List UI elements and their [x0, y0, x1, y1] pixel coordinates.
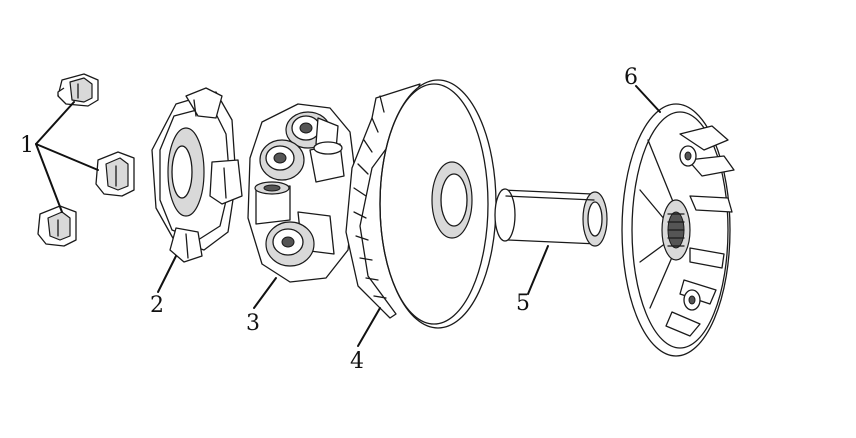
part-label-2: 2: [150, 293, 164, 318]
part-label-3: 3: [246, 311, 260, 336]
part6-leader: [635, 85, 661, 113]
fan-blades: [665, 125, 735, 337]
part4-leader: [357, 307, 381, 347]
pulley-fins: [353, 95, 387, 299]
roller-d: [254, 181, 291, 225]
roller-b: [259, 139, 305, 181]
bushing-sleeve: 5: [494, 188, 608, 316]
part-label-6: 6: [624, 65, 638, 90]
part1-leader-bottom: [35, 143, 63, 213]
part1-leader-top: [35, 101, 75, 145]
part1-leader-middle: [35, 143, 99, 171]
fan-drive-face: 6: [621, 65, 735, 357]
roller-e: [265, 211, 335, 267]
part5-leader: [527, 245, 549, 295]
ramp-plate: 2: [150, 87, 243, 318]
part-label-4: 4: [350, 349, 364, 374]
roller-group-outline: [247, 103, 357, 283]
part3-leader: [253, 277, 277, 309]
slider-guide-middle: [95, 151, 135, 197]
roller-weight-set: 3: [246, 103, 357, 336]
part-label-5: 5: [516, 291, 530, 316]
slider-guide-top: [57, 73, 99, 107]
part-label-1: 1: [20, 133, 34, 158]
part2-leader: [157, 255, 177, 293]
slider-guide-group: 1: [20, 73, 135, 247]
roller-c: [309, 141, 345, 183]
slider-guide-bottom: [37, 205, 77, 247]
pulley-face: 4: [345, 79, 497, 374]
